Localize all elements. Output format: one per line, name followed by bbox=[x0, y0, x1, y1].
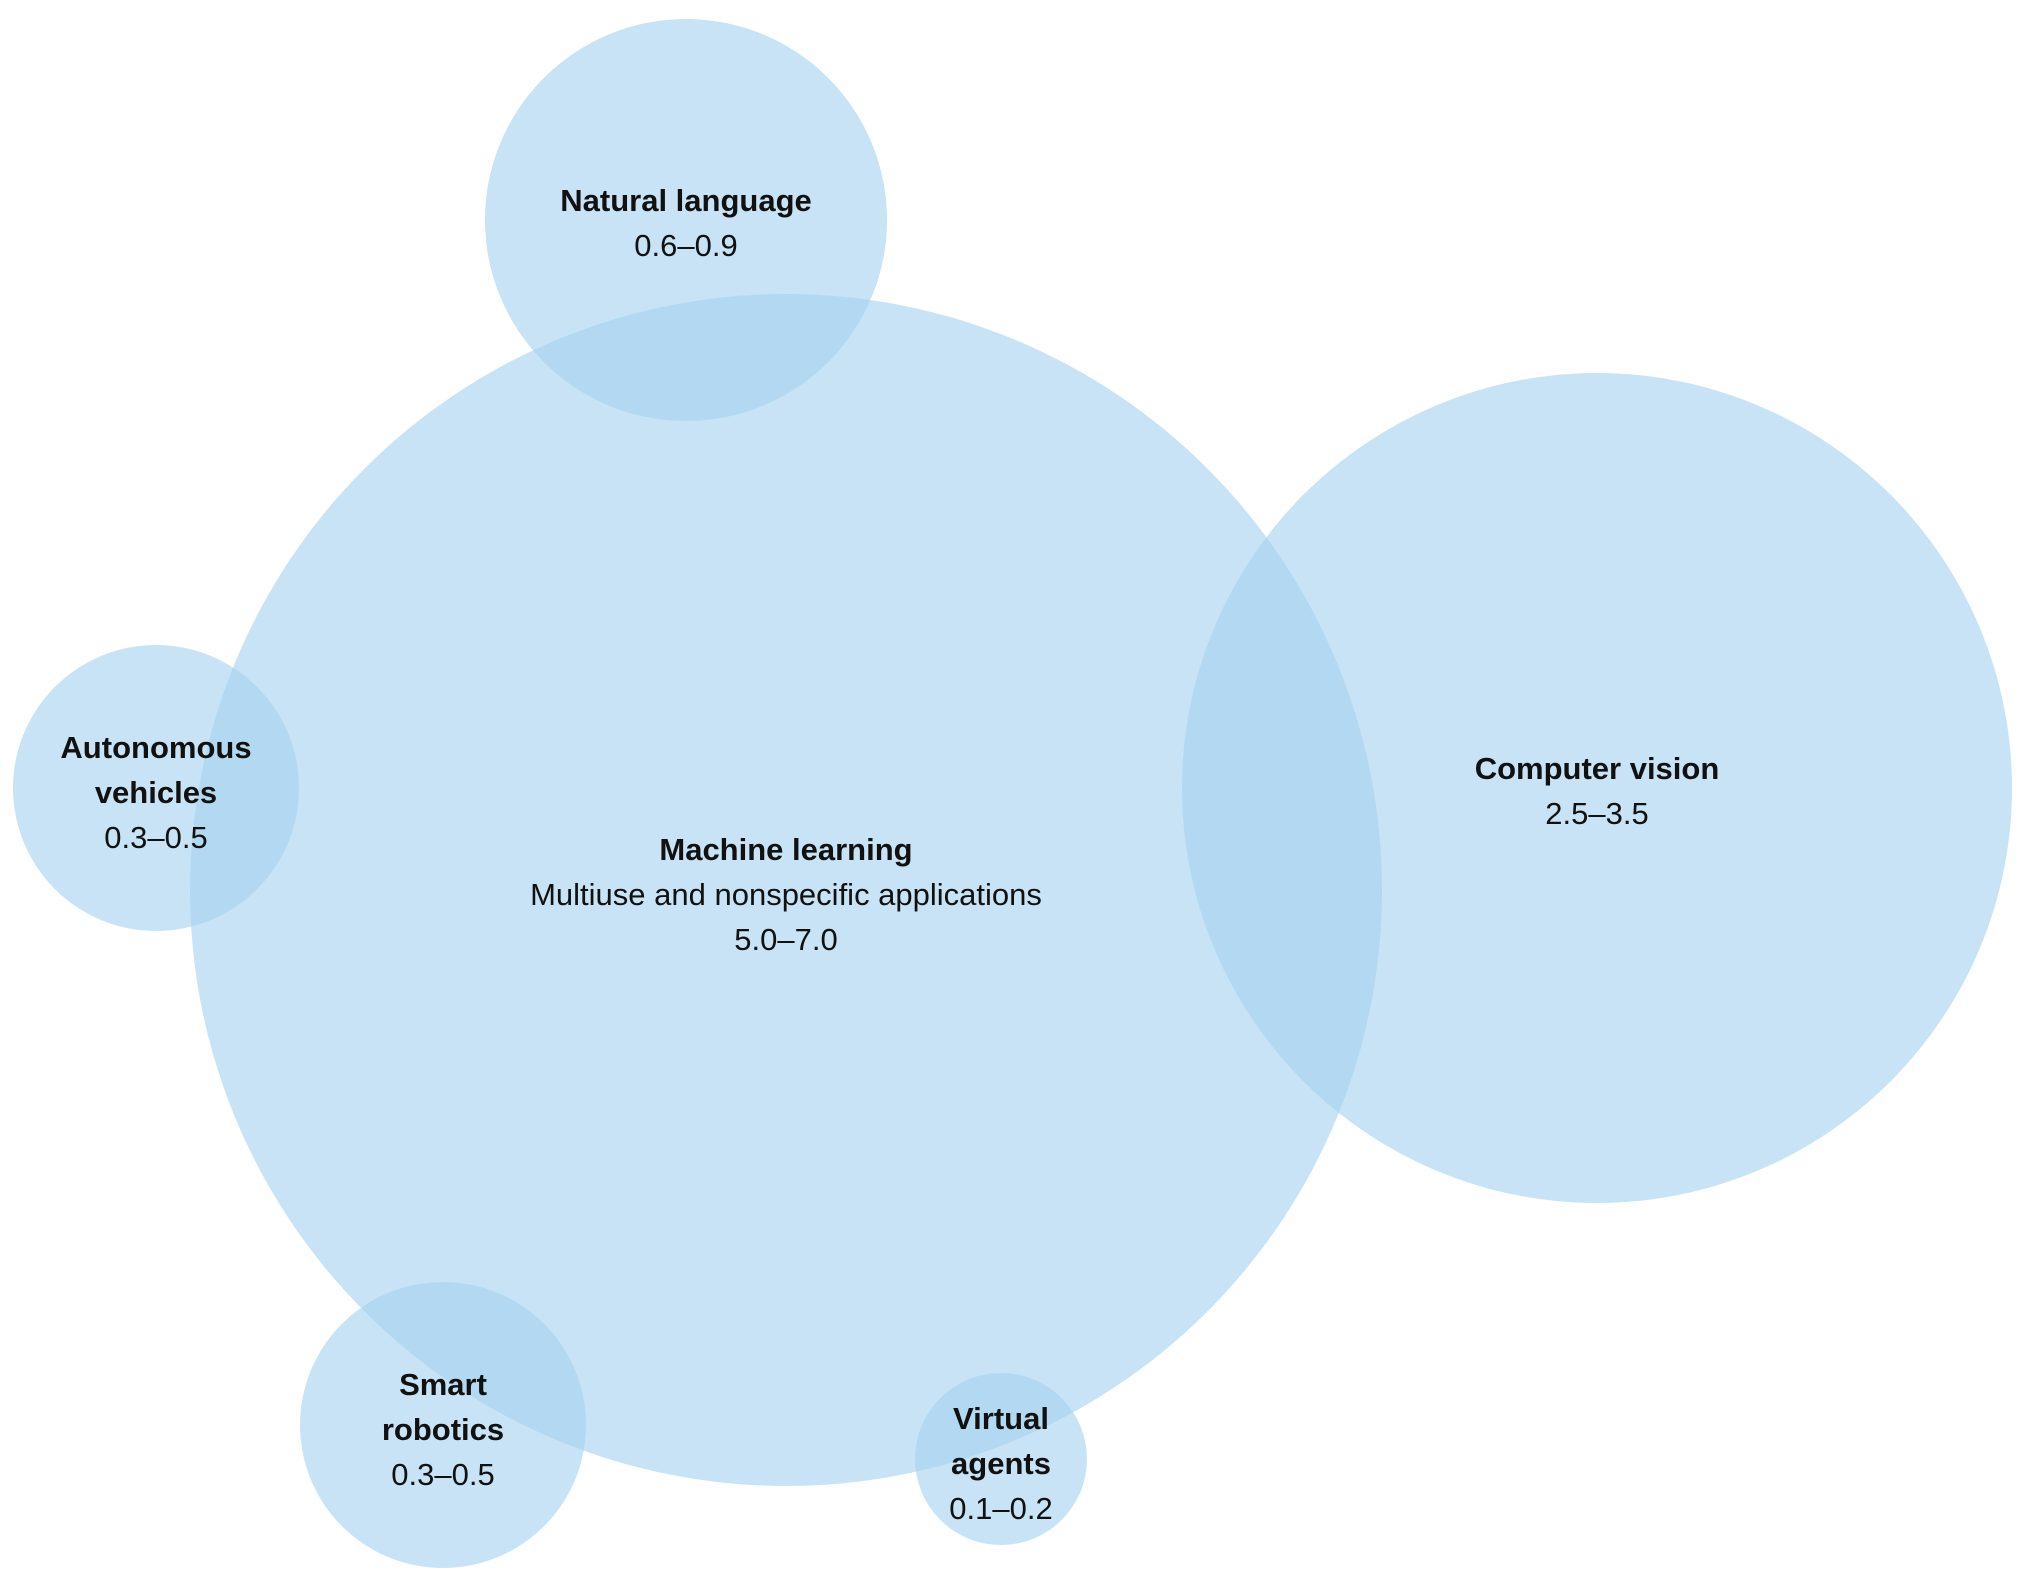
natural-language-range: 0.6–0.9 bbox=[634, 228, 737, 263]
autonomous-vehicles-name-line1: Autonomous bbox=[60, 730, 251, 765]
virtual-agents-range: 0.1–0.2 bbox=[949, 1491, 1052, 1526]
autonomous-vehicles-range: 0.3–0.5 bbox=[104, 820, 207, 855]
bubble-smart-robotics bbox=[300, 1282, 586, 1568]
bubbles-layer bbox=[13, 19, 2012, 1568]
labels-layer: Machine learning Multiuse and nonspecifi… bbox=[60, 183, 1719, 1526]
bubble-natural-language bbox=[485, 19, 887, 421]
autonomous-vehicles-name-line2: vehicles bbox=[95, 775, 217, 810]
smart-robotics-name-line2: robotics bbox=[382, 1412, 504, 1447]
virtual-agents-name-line2: agents bbox=[951, 1446, 1051, 1481]
smart-robotics-name-line1: Smart bbox=[399, 1367, 487, 1402]
bubble-computer-vision bbox=[1182, 373, 2012, 1203]
machine-learning-subtitle: Multiuse and nonspecific applications bbox=[530, 877, 1042, 912]
bubble-machine-learning bbox=[190, 294, 1382, 1486]
virtual-agents-name-line1: Virtual bbox=[953, 1401, 1049, 1436]
smart-robotics-range: 0.3–0.5 bbox=[391, 1457, 494, 1492]
bubble-autonomous-vehicles bbox=[13, 645, 299, 931]
machine-learning-name: Machine learning bbox=[659, 832, 912, 867]
machine-learning-range: 5.0–7.0 bbox=[734, 922, 837, 957]
natural-language-name: Natural language bbox=[560, 183, 812, 218]
bubble-virtual-agents bbox=[915, 1373, 1087, 1545]
computer-vision-range: 2.5–3.5 bbox=[1545, 796, 1648, 831]
computer-vision-name: Computer vision bbox=[1475, 751, 1720, 786]
